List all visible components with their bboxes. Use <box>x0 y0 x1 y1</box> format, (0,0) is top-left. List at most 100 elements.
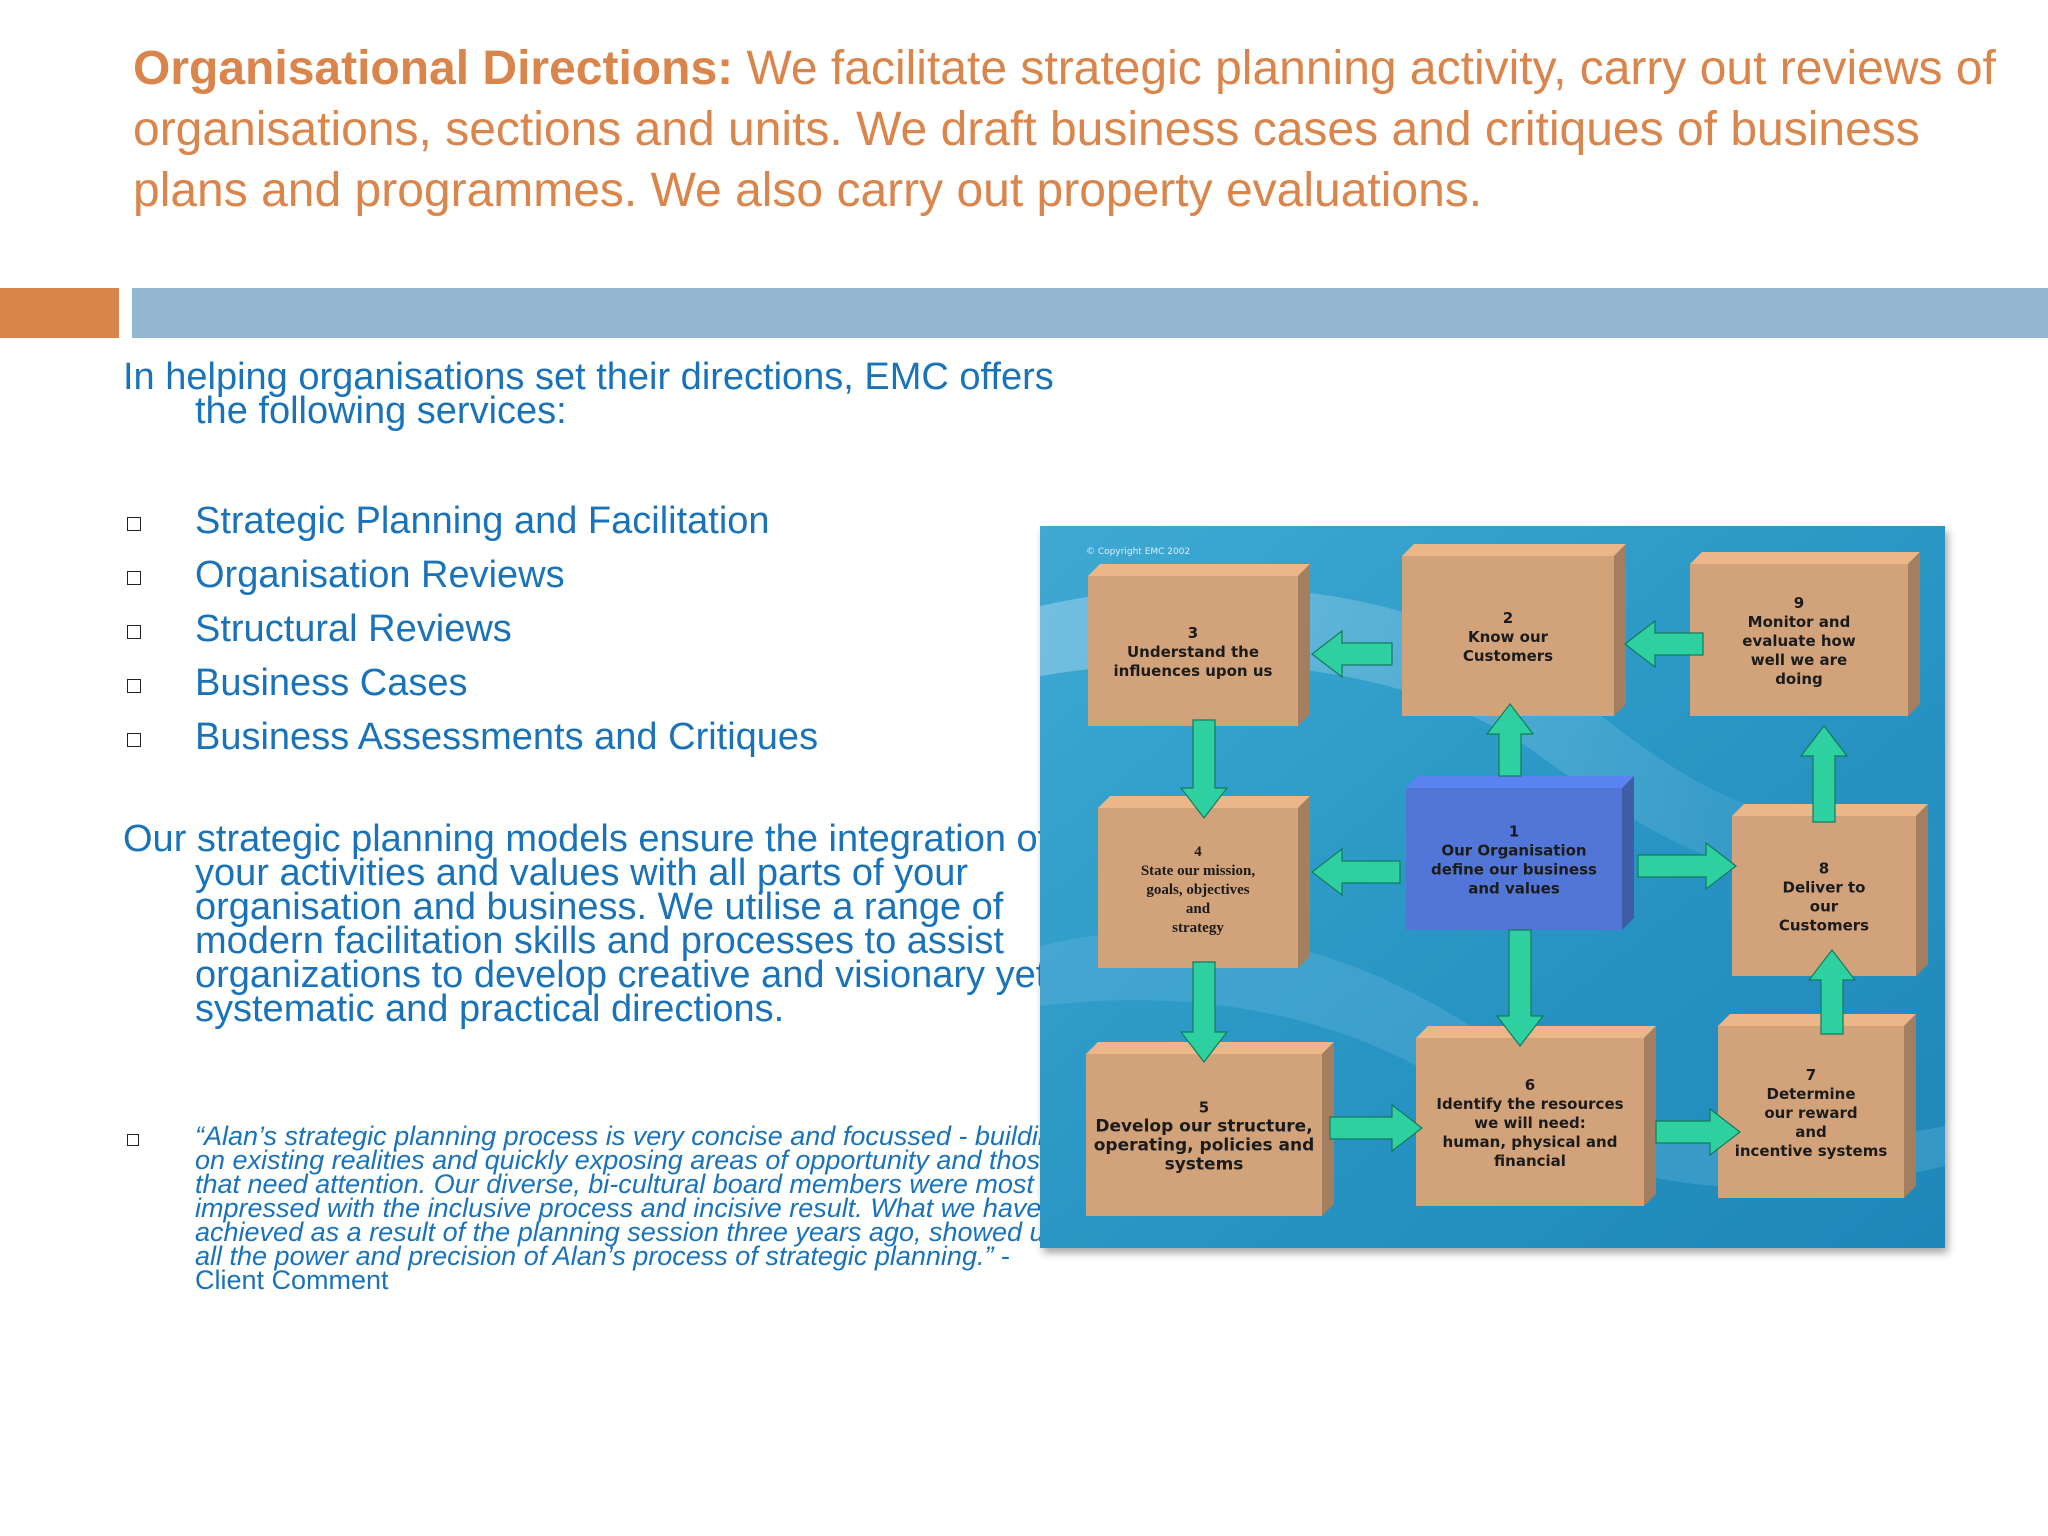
service-item: Business Assessments and Critiques <box>123 710 1023 764</box>
box-label: financial <box>1494 1152 1566 1170</box>
box-front-face <box>1402 556 1614 716</box>
bullet-square-icon <box>127 679 141 693</box>
arrow-2-to-3 <box>1311 629 1393 679</box>
box-label: our <box>1810 898 1839 916</box>
bullet-square-icon <box>127 1134 139 1146</box>
box-side-face <box>1322 1042 1334 1216</box>
box-side-face <box>1644 1026 1656 1206</box>
page-title: Organisational Directions: We facilitate… <box>133 38 2013 221</box>
box-number: 2 <box>1503 609 1513 627</box>
services-list: Strategic Planning and Facilitation Orga… <box>123 494 1023 764</box>
box-top-face <box>1402 544 1626 556</box>
box-label: Customers <box>1463 647 1553 665</box>
service-label: Business Cases <box>195 662 468 704</box>
quote-text: “Alan’s strategic planning process is ve… <box>195 1121 1068 1271</box>
box-side-face <box>1298 796 1310 968</box>
service-item: Business Cases <box>123 656 1023 710</box>
diagram-arrows <box>1179 619 1857 1157</box>
box-side-face <box>1916 804 1928 976</box>
box-label: evaluate how <box>1742 632 1856 650</box>
service-label: Business Assessments and Critiques <box>195 716 819 758</box>
box-front-face <box>1416 1038 1644 1206</box>
arrow-1-to-6 <box>1495 929 1545 1047</box>
client-quote: “Alan’s strategic planning process is ve… <box>123 1121 1075 1295</box>
bullet-square-icon <box>127 625 141 639</box>
box-front-face <box>1098 808 1298 968</box>
box-top-face <box>1088 564 1310 576</box>
page-title-bold: Organisational Directions: <box>133 42 734 95</box>
box-label: systems <box>1165 1155 1244 1175</box>
box-label: Our Organisation <box>1441 842 1586 860</box>
page-title-rest: We facilitate strategic planning activit… <box>133 42 1996 217</box>
box-number: 1 <box>1509 823 1519 841</box>
service-label: Strategic Planning and Facilitation <box>195 500 770 542</box>
box-label: Understand the <box>1127 643 1259 661</box>
box-label: influences upon us <box>1114 662 1273 680</box>
box-label: Monitor and <box>1748 613 1851 631</box>
service-label: Organisation Reviews <box>195 554 565 596</box>
box-label: goals, objectives <box>1146 882 1249 898</box>
arrow-9-to-2 <box>1624 619 1704 669</box>
arrow-6-to-7 <box>1655 1107 1741 1157</box>
box-number: 5 <box>1199 1099 1209 1117</box>
bullet-square-icon <box>127 571 141 585</box>
box-top-face <box>1416 1026 1656 1038</box>
box-side-face <box>1622 776 1634 930</box>
box-label: human, physical and <box>1443 1133 1618 1151</box>
accent-bar-blue <box>132 288 2048 338</box>
box-front-face <box>1690 564 1908 716</box>
box-label: strategy <box>1172 920 1224 936</box>
arrow-3-to-4 <box>1179 719 1229 819</box>
box-label: Determine <box>1767 1085 1856 1103</box>
box-front-face <box>1086 1054 1322 1216</box>
box-number: 3 <box>1188 624 1198 642</box>
box-label: incentive systems <box>1735 1142 1888 1160</box>
arrow-1-to-8 <box>1637 841 1737 891</box>
box-label: and <box>1795 1123 1827 1141</box>
box-label: and values <box>1468 880 1560 898</box>
box-side-face <box>1614 544 1626 716</box>
box-top-face <box>1690 552 1920 564</box>
arrow-7-to-8 <box>1807 949 1857 1035</box>
arrow-1-to-2 <box>1485 703 1535 777</box>
box-label: Develop our structure, <box>1095 1117 1312 1137</box>
box-number: 4 <box>1194 844 1202 860</box>
box-side-face <box>1904 1014 1916 1198</box>
box-label: doing <box>1775 670 1823 688</box>
arrow-5-to-6 <box>1329 1103 1423 1153</box>
quote-attribution: - Client Comment <box>195 1241 1010 1295</box>
accent-bar-orange <box>0 288 119 338</box>
box-label: define our business <box>1431 861 1597 879</box>
service-item: Structural Reviews <box>123 602 1023 656</box>
intro-text: In helping organisations set their direc… <box>123 356 1054 432</box>
box-side-face <box>1298 564 1310 726</box>
service-label: Structural Reviews <box>195 608 512 650</box>
box-number: 7 <box>1806 1066 1816 1084</box>
service-item: Strategic Planning and Facilitation <box>123 494 1023 548</box>
box-label: Know our <box>1468 628 1549 646</box>
models-paragraph: Our strategic planning models ensure the… <box>123 818 1049 1030</box>
box-label: Identify the resources <box>1436 1095 1623 1113</box>
box-label: operating, policies and <box>1094 1136 1315 1156</box>
box-side-face <box>1908 552 1920 716</box>
box-front-face <box>1732 816 1916 976</box>
box-number: 8 <box>1819 860 1829 878</box>
box-label: well we are <box>1751 651 1847 669</box>
box-top-face <box>1718 1014 1916 1026</box>
box-number: 6 <box>1525 1076 1535 1094</box>
arrow-1-to-4 <box>1311 847 1401 897</box>
bullet-square-icon <box>127 517 141 531</box>
arrow-4-to-5 <box>1179 961 1229 1063</box>
box-front-face <box>1088 576 1298 726</box>
box-label: we will need: <box>1474 1114 1586 1132</box>
box-front-face <box>1718 1026 1904 1198</box>
